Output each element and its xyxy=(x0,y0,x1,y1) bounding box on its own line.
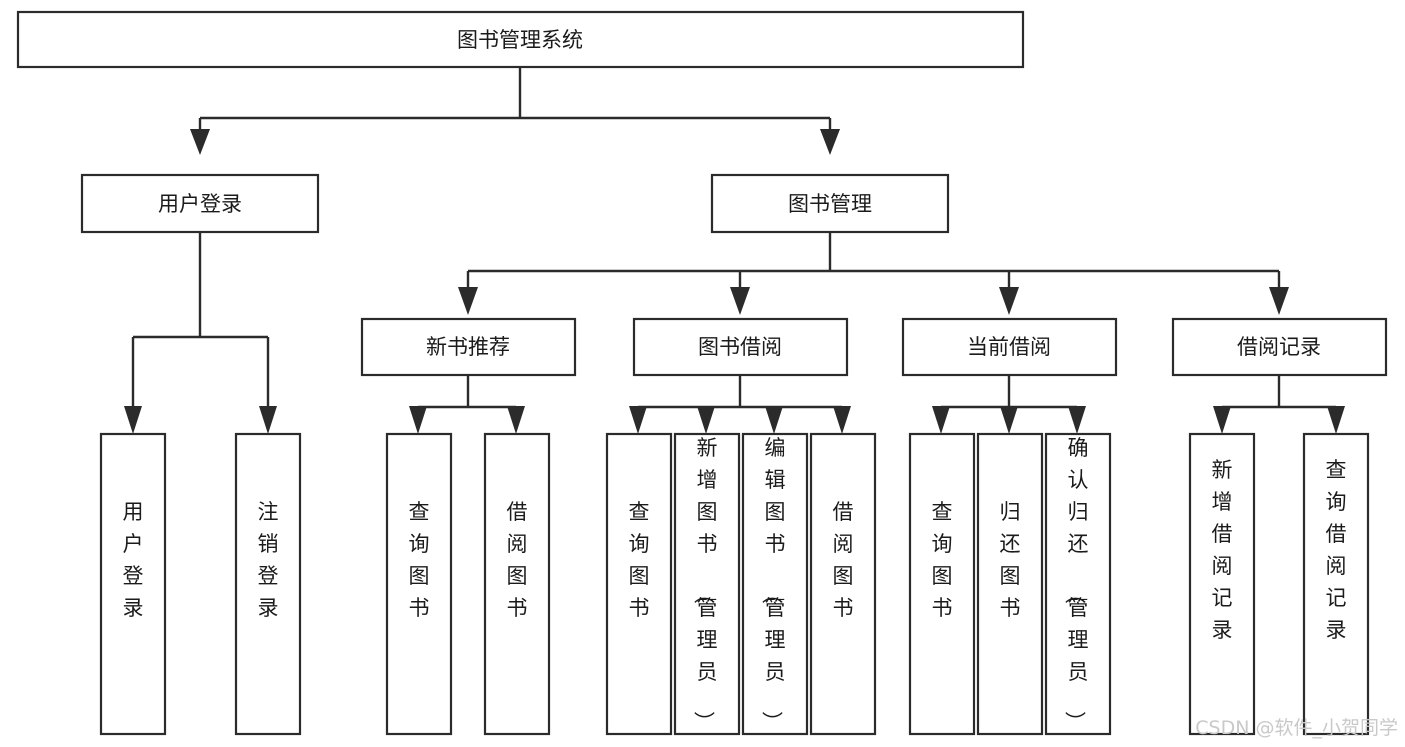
node-root-label: 图书管理系统 xyxy=(457,28,583,52)
node-book-borrow-box[interactable] xyxy=(632,317,849,377)
node-leaf-query-book-bb[interactable]: 查询图书 xyxy=(605,432,673,736)
node-root-system[interactable]: 图书管理系统 xyxy=(16,10,1025,69)
node-leaf-user-login-box[interactable] xyxy=(99,432,167,736)
node-book-manage-label: 图书管理 xyxy=(788,192,872,216)
connector-group-book-borrow xyxy=(629,375,851,434)
arrow-head-bb-leaf-3 xyxy=(765,406,783,434)
arrow-head-book-borrow xyxy=(730,287,750,315)
node-leaf-query-book-cb-label: 查询图书 xyxy=(932,500,953,620)
arrow-head-leaf-user-login xyxy=(124,406,142,434)
connector-group-new-book-recommend xyxy=(409,375,525,434)
node-book-borrow-label: 图书借阅 xyxy=(698,335,782,359)
node-current-borrow-box[interactable] xyxy=(901,317,1118,377)
connector-group-borrow-record xyxy=(1213,375,1345,434)
node-leaf-add-borrow-record[interactable]: 新增借阅记录 xyxy=(1188,432,1256,736)
node-leaf-add-borrow-record-box[interactable] xyxy=(1188,432,1256,736)
node-leaf-query-book-cb-box[interactable] xyxy=(908,432,976,736)
node-leaf-user-login-label: 用户登录 xyxy=(123,500,144,620)
arrow-head-bb-leaf-4 xyxy=(833,406,851,434)
csdn-watermark: CSDN @软件_小贺同学 xyxy=(1195,717,1398,739)
node-leaf-borrow-book-bb-box[interactable] xyxy=(809,432,877,736)
node-leaf-user-login[interactable]: 用户登录 xyxy=(99,432,167,736)
node-leaf-confirm-return-label: 确认归还（管理员） xyxy=(1063,436,1089,732)
node-leaf-edit-book[interactable]: 编辑图书（管理员） xyxy=(741,432,809,736)
node-leaf-query-book-bb-box[interactable] xyxy=(605,432,673,736)
arrow-head-cb-leaf-2 xyxy=(1000,406,1018,434)
node-leaf-query-book-nbr[interactable]: 查询图书 xyxy=(385,432,453,736)
connector-group-root xyxy=(190,66,840,155)
node-user-login-box[interactable] xyxy=(80,173,320,234)
arrow-head-user-login xyxy=(190,129,210,155)
node-new-book-recommend-label: 新书推荐 xyxy=(426,335,510,359)
arrow-head-leaf-logout xyxy=(259,406,277,434)
node-leaf-confirm-return[interactable]: 确认归还（管理员） xyxy=(1044,432,1112,736)
arrow-head-cb-leaf-3 xyxy=(1068,406,1086,434)
node-leaf-return-book-box[interactable] xyxy=(976,432,1044,736)
connector-group-current-borrow xyxy=(932,375,1086,434)
node-borrow-record-box[interactable] xyxy=(1171,317,1388,377)
node-new-book-recommend-box[interactable] xyxy=(360,317,577,377)
node-borrow-record-label: 借阅记录 xyxy=(1237,335,1321,359)
node-leaf-query-book-nbr-box[interactable] xyxy=(385,432,453,736)
node-current-borrow-label: 当前借阅 xyxy=(967,335,1051,359)
arrow-head-borrow-record xyxy=(1269,287,1289,315)
node-new-book-recommend[interactable]: 新书推荐 xyxy=(360,317,577,377)
arrow-head-nbr-leaf-1 xyxy=(409,406,427,434)
node-leaf-borrow-book-nbr-box[interactable] xyxy=(483,432,551,736)
connector-group-user-login xyxy=(124,232,277,434)
node-leaf-query-book-nbr-label: 查询图书 xyxy=(409,500,430,620)
node-leaf-logout-box[interactable] xyxy=(234,432,302,736)
node-leaf-confirm-return-box[interactable] xyxy=(1044,432,1112,736)
node-book-manage[interactable]: 图书管理 xyxy=(710,173,950,234)
arrow-head-bb-leaf-1 xyxy=(629,406,647,434)
arrow-head-new-book-recommend xyxy=(458,287,478,315)
node-leaf-borrow-book-nbr[interactable]: 借阅图书 xyxy=(483,432,551,736)
node-leaf-add-book-box[interactable] xyxy=(673,432,741,736)
node-leaf-edit-book-label: 编辑图书（管理员） xyxy=(760,436,786,732)
node-leaf-add-borrow-record-label: 新增借阅记录 xyxy=(1212,458,1233,642)
node-leaf-query-borrow-record-box[interactable] xyxy=(1302,432,1370,736)
node-leaf-query-book-bb-label: 查询图书 xyxy=(629,500,650,620)
arrow-head-current-borrow xyxy=(999,287,1019,315)
node-leaf-edit-book-box[interactable] xyxy=(741,432,809,736)
arrow-head-cb-leaf-1 xyxy=(932,406,950,434)
node-leaf-add-book[interactable]: 新增图书（管理员） xyxy=(673,432,741,736)
arrow-head-br-leaf-2 xyxy=(1327,406,1345,434)
node-leaf-borrow-book-bb-label: 借阅图书 xyxy=(833,500,854,620)
node-leaf-borrow-book-bb[interactable]: 借阅图书 xyxy=(809,432,877,736)
node-leaf-add-book-label: 新增图书（管理员） xyxy=(692,436,718,732)
node-leaf-borrow-book-nbr-label: 借阅图书 xyxy=(507,500,528,620)
node-leaf-query-borrow-record[interactable]: 查询借阅记录 xyxy=(1302,432,1370,736)
node-book-borrow[interactable]: 图书借阅 xyxy=(632,317,849,377)
node-leaf-logout-label: 注销登录 xyxy=(258,500,279,620)
node-borrow-record[interactable]: 借阅记录 xyxy=(1171,317,1388,377)
node-user-login[interactable]: 用户登录 xyxy=(80,173,320,234)
arrow-head-br-leaf-1 xyxy=(1213,406,1231,434)
node-leaf-return-book-label: 归还图书 xyxy=(1000,500,1021,620)
arrow-head-nbr-leaf-2 xyxy=(507,406,525,434)
node-user-login-label: 用户登录 xyxy=(158,192,242,216)
node-leaf-return-book[interactable]: 归还图书 xyxy=(976,432,1044,736)
connector-group-book-manage xyxy=(458,232,1289,315)
node-leaf-logout[interactable]: 注销登录 xyxy=(234,432,302,736)
node-book-manage-box[interactable] xyxy=(710,173,950,234)
node-current-borrow[interactable]: 当前借阅 xyxy=(901,317,1118,377)
arrow-head-bb-leaf-2 xyxy=(697,406,715,434)
node-leaf-query-borrow-record-label: 查询借阅记录 xyxy=(1326,458,1347,642)
node-leaf-query-book-cb[interactable]: 查询图书 xyxy=(908,432,976,736)
arrow-head-book-manage xyxy=(820,129,840,155)
node-root-box[interactable] xyxy=(16,10,1025,69)
